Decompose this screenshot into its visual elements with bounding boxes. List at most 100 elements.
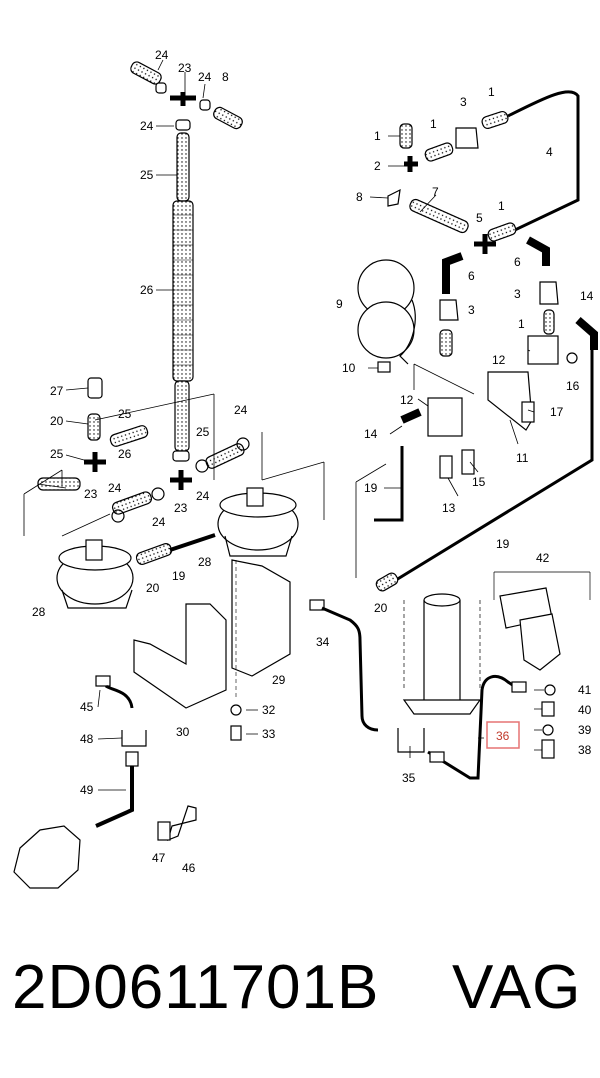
hose-25 (111, 491, 153, 515)
clamp-24 (151, 487, 165, 501)
hose-6 (442, 252, 464, 294)
callout-6: 6 (468, 269, 475, 283)
hose-connector (175, 119, 191, 131)
nut-49 (125, 751, 139, 767)
callout-27: 27 (50, 384, 64, 398)
callout-8: 8 (222, 70, 229, 84)
exhaust-flange (402, 699, 482, 715)
bolt-33 (230, 725, 242, 741)
leader-line (261, 432, 325, 520)
callout-labels: 24 23 24 8 24 25 26 27 20 25 25 26 24 25… (32, 48, 594, 875)
clamp-24 (236, 437, 250, 451)
callout-23: 23 (174, 501, 188, 515)
t-piece-23 (170, 92, 196, 106)
valve-27 (87, 377, 103, 399)
valve-3 (539, 281, 559, 305)
callout-28: 28 (198, 555, 212, 569)
callout-14: 14 (364, 427, 378, 441)
callout-1: 1 (498, 199, 505, 213)
hose-upper (176, 132, 190, 202)
callout-40: 40 (578, 703, 592, 717)
hose-piece (213, 106, 243, 130)
bracket-29 (231, 559, 291, 677)
callout-2: 2 (374, 159, 381, 173)
leader-line (447, 349, 535, 497)
callout-26: 26 (118, 447, 132, 461)
hose-7 (409, 198, 469, 234)
hose-connector (199, 99, 211, 111)
solenoid-12-upper (527, 335, 559, 365)
exhaust-pipe (423, 600, 461, 711)
leader-line (409, 689, 544, 758)
hose-1 (424, 142, 454, 162)
callout-11: 11 (516, 451, 529, 465)
callout-10: 10 (342, 361, 356, 375)
callout-9: 9 (336, 297, 343, 311)
pipe-19 (169, 533, 216, 552)
callout-24: 24 (140, 119, 154, 133)
callout-16: 16 (566, 379, 580, 393)
callout-23: 23 (84, 487, 98, 501)
nut-16 (566, 352, 578, 364)
callout-25: 25 (50, 447, 64, 461)
nut-40 (541, 701, 555, 717)
callout-23: 23 (178, 61, 192, 75)
connector-13 (439, 455, 453, 479)
callout-20: 20 (50, 414, 64, 428)
callout-6: 6 (514, 255, 521, 269)
callout-28: 28 (32, 605, 46, 619)
hose-lower (174, 380, 190, 452)
callout-24: 24 (196, 489, 210, 503)
pump-housing (13, 825, 81, 889)
clip-48 (121, 730, 147, 747)
hose-45 (104, 684, 134, 709)
t-piece-23 (170, 470, 192, 490)
solenoid-12-lower (427, 397, 463, 437)
reservoir-9-strap (399, 299, 416, 365)
callout-1: 1 (518, 317, 525, 331)
hose-1 (481, 110, 509, 130)
holder-35 (397, 728, 425, 753)
leader-line (94, 393, 215, 480)
leader-line (403, 600, 481, 690)
callout-25: 25 (196, 425, 210, 439)
t-piece-2 (404, 156, 418, 172)
callout-47: 47 (152, 851, 166, 865)
callout-5: 5 (476, 211, 483, 225)
leader-line (493, 571, 591, 600)
callout-30: 30 (176, 725, 190, 739)
leader-line (23, 469, 111, 537)
bolt-38 (541, 739, 555, 759)
part-number: 2D0611701B (12, 953, 380, 1022)
bolt-47 (157, 821, 171, 841)
callout-19: 19 (364, 481, 378, 495)
callout-39: 39 (578, 723, 592, 737)
callout-20: 20 (374, 601, 388, 615)
hose-corrugated (172, 200, 194, 382)
callout-1: 1 (374, 129, 381, 143)
callout-13: 13 (442, 501, 456, 515)
callout-41: 41 (578, 683, 592, 697)
callout-1: 1 (488, 85, 495, 99)
screw-10 (377, 361, 391, 373)
callout-32: 32 (262, 703, 276, 717)
callout-8: 8 (356, 190, 363, 204)
pipe-19 (374, 446, 404, 522)
leader-line (37, 387, 89, 489)
callout-26: 26 (140, 283, 154, 297)
callout-46: 46 (182, 861, 196, 875)
callout-17: 17 (550, 405, 564, 419)
bracket-46 (167, 805, 197, 842)
angle-fitting-8 (387, 188, 401, 207)
leader-line (355, 463, 387, 578)
hose-14 (400, 408, 422, 424)
callout-3: 3 (468, 303, 475, 317)
pipe-49 (95, 760, 134, 828)
callout-1: 1 (430, 117, 437, 131)
leader-line (369, 135, 437, 213)
callout-24: 24 (198, 70, 212, 84)
egr-valve-42 (519, 613, 561, 671)
callout-24: 24 (108, 481, 122, 495)
fitting-36 (429, 751, 445, 763)
leader-line (246, 709, 258, 735)
